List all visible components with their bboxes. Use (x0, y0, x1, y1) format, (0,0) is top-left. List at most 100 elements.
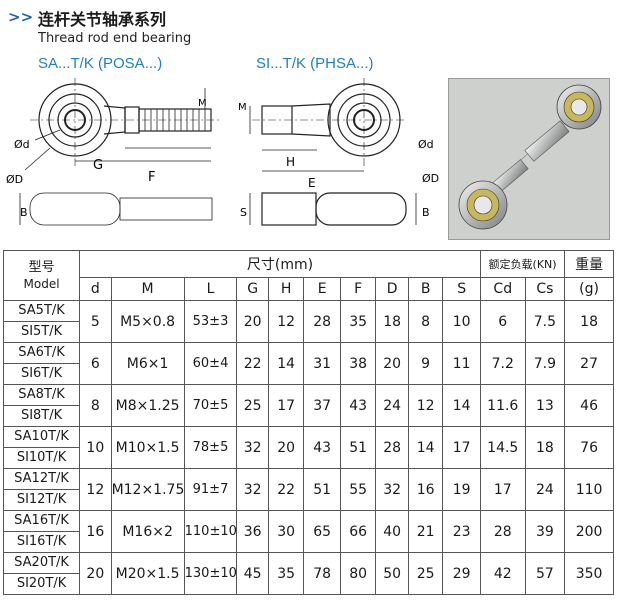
cell-Cd: 28 (479, 510, 526, 553)
right-label-H: H (286, 155, 295, 169)
right-label-B: B (422, 206, 430, 219)
cell-H: 35 (267, 552, 305, 595)
cell-D: 18 (375, 300, 409, 343)
cell-d: 6 (79, 342, 112, 385)
page-title-en: Thread rod end bearing (38, 31, 192, 46)
cell-B: 16 (407, 468, 444, 511)
cell-G: 22 (236, 342, 269, 385)
cell-E: 51 (303, 468, 341, 511)
cell-L: 91±7 (183, 468, 238, 511)
header-rated-load: 额定负载(KN) (479, 250, 566, 278)
cell-F: 66 (339, 510, 377, 553)
header-model: 型号 Model (2, 250, 81, 301)
cell-G: 36 (236, 510, 269, 553)
product-image (448, 78, 610, 240)
cell-L: 78±5 (183, 426, 238, 469)
cell-S: 17 (442, 426, 481, 469)
cell-d: 20 (79, 552, 112, 595)
cell-weight: 46 (564, 384, 614, 427)
series-label-right: SI...T/K (PHSA...) (256, 55, 374, 72)
cell-G: 20 (236, 300, 269, 343)
cell-M: M10×1.5 (110, 426, 185, 469)
cell-F: 55 (339, 468, 377, 511)
series-label-left: SA...T/K (POSA...) (38, 55, 163, 72)
header-dimensions: 尺寸(mm) (79, 250, 481, 278)
cell-Cd: 14.5 (479, 426, 526, 469)
cell-D: 50 (375, 552, 409, 595)
cell-G: 32 (236, 426, 269, 469)
cell-H: 12 (267, 300, 305, 343)
cell-F: 43 (339, 384, 377, 427)
cell-S: 23 (442, 510, 481, 553)
cell-weight: 76 (564, 426, 614, 469)
left-label-F: F (148, 170, 155, 185)
cell-D: 20 (375, 342, 409, 385)
col-header-S: S (442, 277, 481, 301)
cell-weight: 27 (564, 342, 614, 385)
cell-S: 11 (442, 342, 481, 385)
cell-d: 8 (79, 384, 112, 427)
cell-Cs: 7.5 (524, 300, 566, 343)
left-rod-end-drawing: G F M Ød ØD B (6, 78, 220, 226)
cell-E: 31 (303, 342, 341, 385)
left-label-M: M (198, 98, 207, 109)
left-label-B: B (20, 206, 28, 219)
cell-H: 20 (267, 426, 305, 469)
cell-F: 38 (339, 342, 377, 385)
cell-M: M5×0.8 (110, 300, 185, 343)
cell-B: 9 (407, 342, 444, 385)
cell-Cd: 17 (479, 468, 526, 511)
cell-S: 19 (442, 468, 481, 511)
cell-weight: 200 (564, 510, 614, 553)
cell-E: 43 (303, 426, 341, 469)
right-label-M: M (238, 102, 247, 113)
col-header-Cd: Cd (479, 277, 526, 301)
page-title-cn: 连杆关节轴承系列 (38, 10, 167, 29)
cell-D: 32 (375, 468, 409, 511)
cell-F: 35 (339, 300, 377, 343)
cell-Cd: 6 (479, 300, 526, 343)
cell-B: 12 (407, 384, 444, 427)
cell-E: 28 (303, 300, 341, 343)
cell-Cs: 13 (524, 384, 566, 427)
cell-E: 37 (303, 384, 341, 427)
right-label-D: ØD (422, 172, 439, 185)
cell-L: 110±10 (183, 510, 238, 553)
cell-L: 70±5 (183, 384, 238, 427)
cell-weight: 350 (564, 552, 614, 595)
cell-d: 5 (79, 300, 112, 343)
cell-d: 12 (79, 468, 112, 511)
cell-E: 65 (303, 510, 341, 553)
cell-Cs: 18 (524, 426, 566, 469)
col-header-d: d (79, 277, 112, 301)
col-header-Cs: Cs (524, 277, 566, 301)
header: >> 连杆关节轴承系列 Thread rod end bearing (8, 4, 608, 50)
cell-G: 25 (236, 384, 269, 427)
cell-weight: 110 (564, 468, 614, 511)
right-label-S: S (240, 206, 247, 219)
cell-D: 24 (375, 384, 409, 427)
cell-H: 30 (267, 510, 305, 553)
spec-table: 型号 Model 尺寸(mm) 额定负载(KN) 重量 d M L G H E … (2, 250, 614, 595)
cell-B: 25 (407, 552, 444, 595)
left-label-D: ØD (6, 173, 23, 186)
cell-S: 29 (442, 552, 481, 595)
col-header-H: H (267, 277, 305, 301)
cell-M: M16×2 (110, 510, 185, 553)
col-header-L: L (183, 277, 238, 301)
cell-F: 51 (339, 426, 377, 469)
cell-B: 21 (407, 510, 444, 553)
cell-S: 14 (442, 384, 481, 427)
cell-Cs: 24 (524, 468, 566, 511)
col-header-D: D (375, 277, 409, 301)
